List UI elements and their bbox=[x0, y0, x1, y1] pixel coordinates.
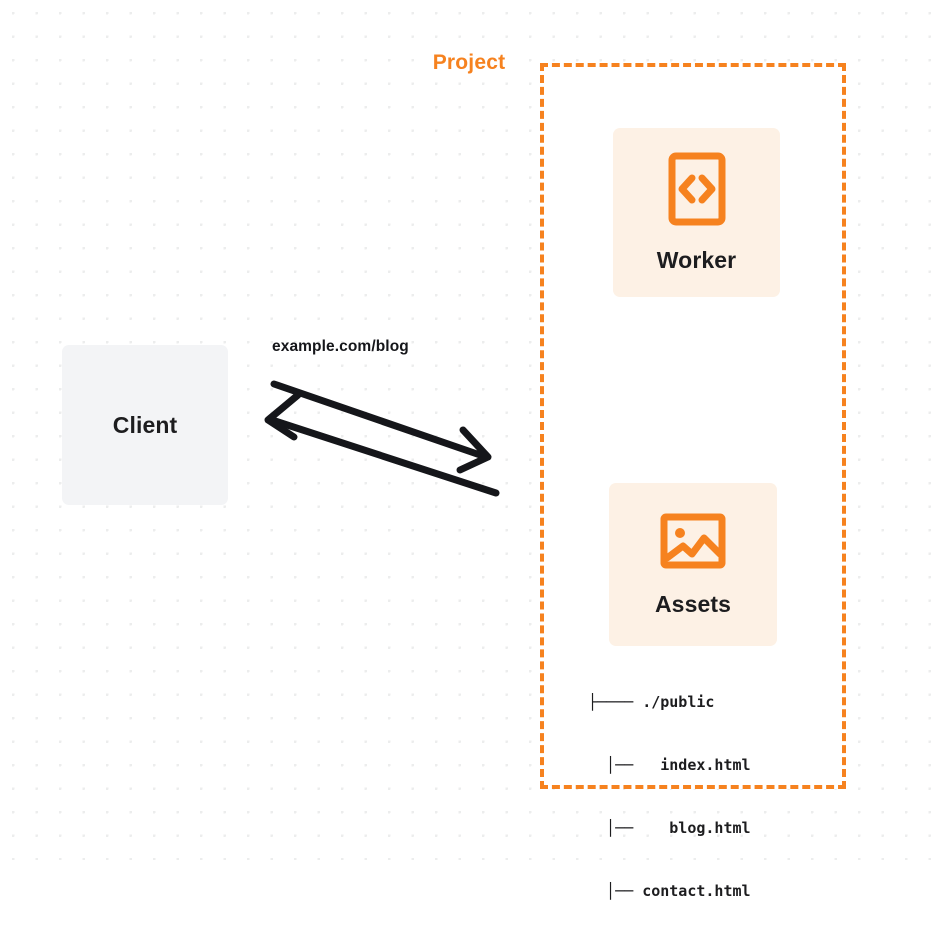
worker-label: Worker bbox=[656, 246, 737, 273]
file-tree-prefix: │── bbox=[588, 882, 643, 900]
file-tree-line: ├──── ./public bbox=[588, 692, 751, 713]
file-tree-name: blog.html bbox=[669, 819, 751, 837]
image-picture-icon bbox=[660, 512, 726, 575]
file-tree-name: index.html bbox=[660, 756, 751, 774]
connector-url-label: example.com/blog bbox=[272, 338, 409, 355]
asset-file-tree: ├──── ./public │── index.html │── blog.h… bbox=[588, 650, 751, 944]
request-arrow bbox=[270, 380, 492, 474]
file-tree-line: │── blog.html bbox=[588, 818, 751, 839]
response-arrow bbox=[264, 391, 500, 497]
assets-service-card[interactable]: Assets bbox=[609, 483, 777, 646]
client-node[interactable]: Client bbox=[62, 345, 228, 505]
diagram-canvas: Client example.com/blog Project Worker bbox=[0, 0, 938, 900]
assets-label: Assets bbox=[654, 590, 732, 617]
file-tree-prefix: │── bbox=[588, 756, 661, 774]
file-tree-name: ./public bbox=[642, 693, 715, 711]
project-title-label: Project bbox=[425, 51, 513, 75]
client-label: Client bbox=[112, 411, 178, 438]
file-tree-line: │── index.html bbox=[588, 755, 751, 776]
file-tree-name: contact.html bbox=[642, 882, 751, 900]
file-tree-line: │── contact.html bbox=[588, 881, 751, 902]
worker-service-card[interactable]: Worker bbox=[613, 128, 780, 297]
file-tree-prefix: │── bbox=[588, 819, 670, 837]
file-tree-prefix: ├──── bbox=[588, 693, 643, 711]
request-response-arrows bbox=[264, 380, 500, 497]
code-brackets-icon bbox=[668, 152, 726, 231]
